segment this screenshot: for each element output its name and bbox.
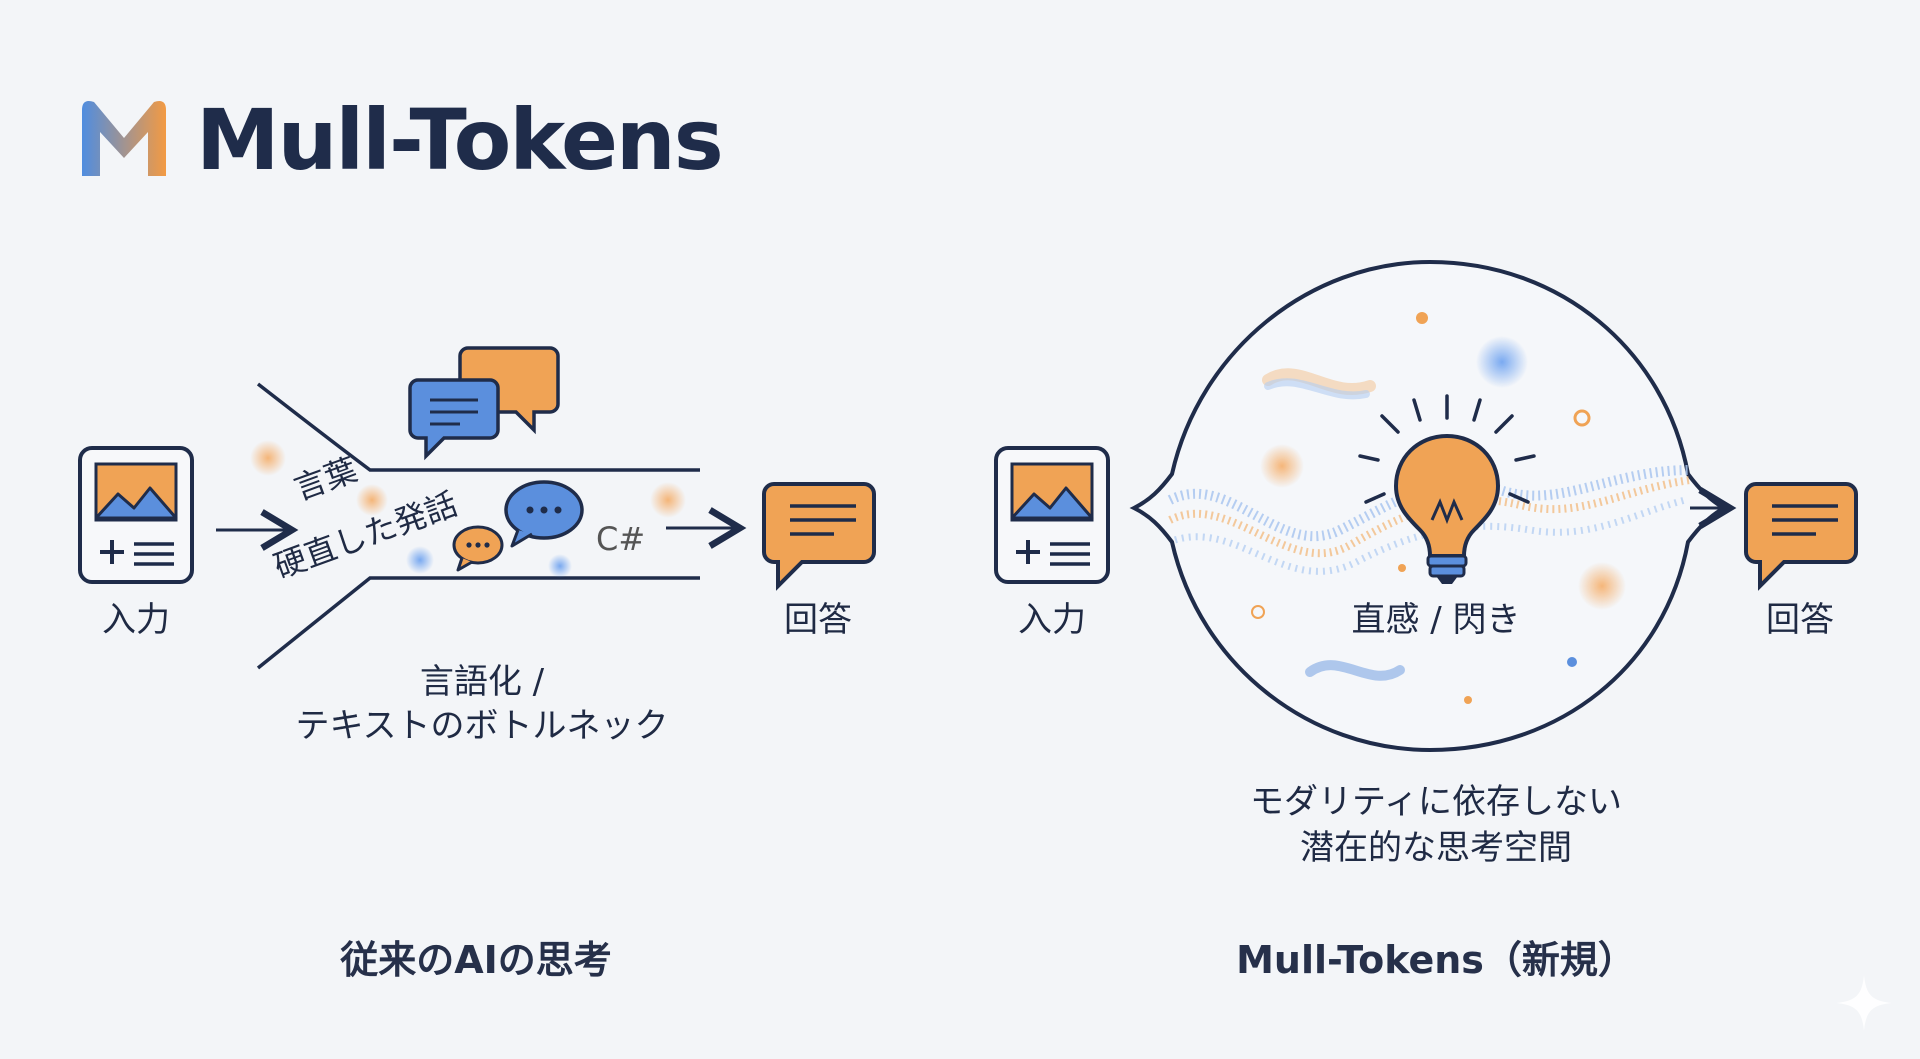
sparkle-icon — [1836, 975, 1892, 1031]
left-output-bubble-icon — [762, 482, 876, 591]
intuition-label: 直感 / 閃き — [1351, 600, 1521, 640]
bottleneck-label-line1: 言語化 / — [419, 662, 545, 702]
right-output-label: 回答 — [1766, 600, 1834, 640]
right-output-bubble-icon — [1744, 482, 1858, 591]
right-input-document-icon — [994, 446, 1110, 584]
left-output-label: 回答 — [784, 600, 852, 640]
chat-bubbles-icon — [408, 346, 560, 461]
funnel-code-text: C# — [596, 520, 646, 558]
small-ellipsis-bubble-icon — [452, 525, 504, 572]
left-caption: 従来のAIの思考 — [340, 938, 612, 982]
left-input-document-icon — [78, 446, 194, 584]
bottleneck-funnel — [256, 382, 700, 670]
mull-tokens-logo — [82, 101, 166, 176]
bottleneck-label-line2: テキストのボトルネック — [295, 706, 669, 746]
ellipsis-bubble-icon — [504, 480, 584, 548]
latent-space-line1: モダリティに依存しない — [1250, 782, 1622, 822]
lightbulb-icon — [1358, 394, 1536, 584]
latent-space-line2: 潜在的な思考空間 — [1300, 828, 1572, 868]
left-input-label: 入力 — [102, 600, 170, 640]
right-input-label: 入力 — [1018, 600, 1086, 640]
right-caption: Mull-Tokens（新規） — [1236, 938, 1636, 982]
brand-title: Mull-Tokens — [196, 91, 724, 189]
